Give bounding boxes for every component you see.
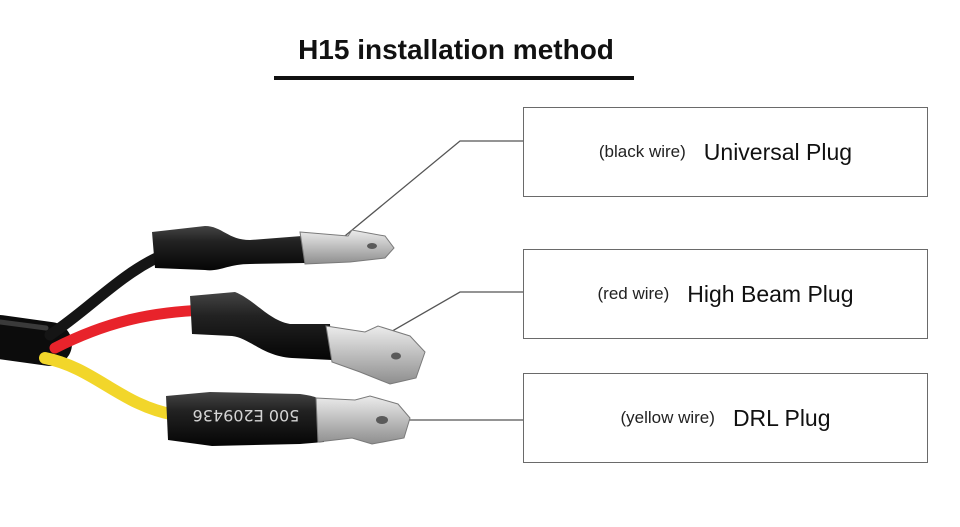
main-cable [0, 315, 72, 366]
high-beam-connector [190, 292, 426, 385]
universal-connector [152, 226, 395, 271]
yellow-wire [39, 352, 181, 421]
diagram-title: H15 installation method [298, 34, 614, 65]
wire-color-label: (red wire) [597, 284, 670, 303]
main-cable-highlight [0, 319, 49, 331]
leader-line-high-beam [367, 291, 523, 346]
label-box-drl: (yellow wire) DRL Plug [523, 373, 928, 463]
wire-color-label: (black wire) [598, 142, 686, 161]
leader-line-universal [339, 140, 523, 241]
label-box-universal: (black wire) Universal Plug [523, 107, 928, 197]
title-underline [274, 76, 634, 80]
leader-lines [339, 140, 523, 421]
wire-color-label: (yellow wire) [620, 408, 715, 427]
red-wire [49, 304, 211, 354]
plug-name-label: DRL Plug [732, 404, 831, 431]
plug-name-label: High Beam Plug [687, 280, 854, 307]
label-box-high-beam: (red wire) High Beam Plug [523, 249, 928, 339]
drl-connector: 500 E209436 [166, 392, 411, 446]
plug-name-label: Universal Plug [703, 138, 853, 165]
sleeve-print-text: 500 E209436 [193, 406, 300, 425]
